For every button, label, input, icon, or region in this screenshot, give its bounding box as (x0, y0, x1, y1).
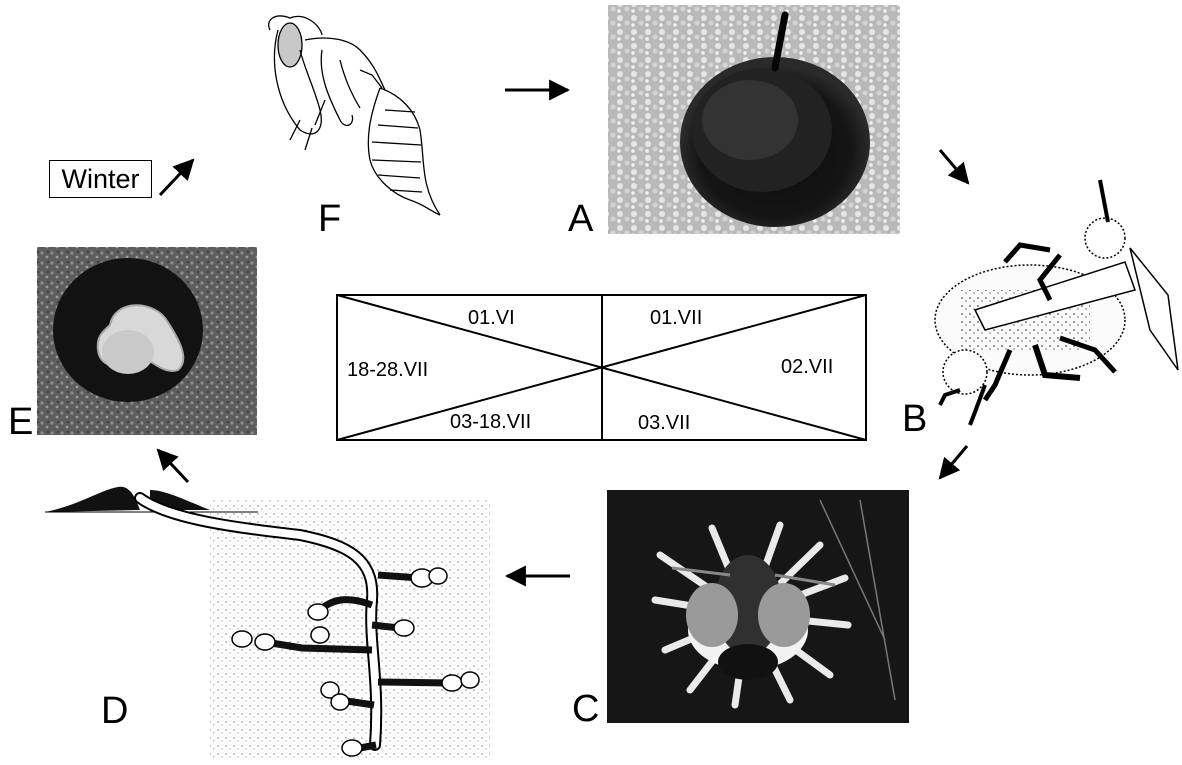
arrow-b-to-c (940, 446, 967, 478)
stage-label-b: B (902, 400, 927, 438)
date-bottom-right: 03.VII (638, 413, 690, 433)
photo-a-bee-emerging (608, 5, 900, 234)
stage-label-e: E (8, 403, 33, 441)
winter-label: Winter (49, 160, 152, 198)
date-bottom-left: 03-18.VII (450, 412, 531, 432)
arrow-d-to-e (158, 450, 188, 482)
drawing-f-pupa (269, 16, 440, 215)
photo-c-bee-on-flower (607, 490, 909, 723)
stage-label-a: A (568, 200, 593, 238)
stage-label-f: F (318, 200, 341, 238)
date-top-right: 01.VII (650, 308, 702, 328)
stage-label-d: D (101, 692, 128, 730)
photo-e-larva (37, 247, 257, 435)
drawing-b-adult-bee (935, 180, 1178, 425)
arrow-a-to-b (940, 150, 968, 183)
stage-label-c: C (572, 690, 599, 728)
date-right: 02.VII (781, 357, 833, 377)
arrow-winter-to-f (160, 160, 193, 195)
date-left: 18-28.VII (347, 360, 428, 380)
date-top-left: 01.VI (468, 308, 515, 328)
